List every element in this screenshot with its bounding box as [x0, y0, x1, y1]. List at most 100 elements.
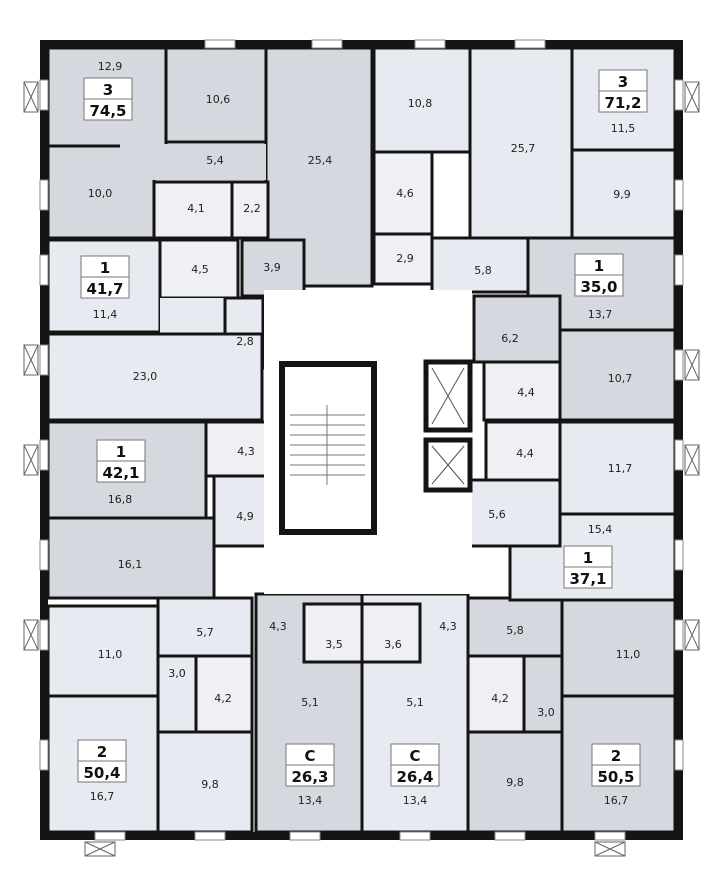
bathroom [360, 602, 422, 664]
room-area: 3,5 [325, 638, 343, 651]
room-area: 5,4 [206, 154, 224, 167]
room-area: 9,8 [506, 776, 524, 789]
apartment-studio-26-4[interactable] [360, 592, 470, 834]
room-area: 5,8 [506, 624, 524, 637]
room-count: 3 [103, 81, 113, 99]
room-area: 10,6 [206, 93, 231, 106]
total-area: 71,2 [604, 94, 641, 112]
kitchen-living [468, 46, 574, 240]
room-area: 4,5 [191, 263, 209, 276]
room-area: 3,0 [168, 667, 186, 680]
bathroom [152, 180, 234, 240]
room-count: 1 [100, 259, 110, 277]
total-area: 37,1 [569, 570, 606, 588]
room-area: 16,7 [90, 790, 115, 803]
room-count: 3 [618, 73, 628, 91]
bathroom [484, 420, 562, 482]
room-area: 23,0 [133, 370, 158, 383]
hallway [120, 144, 266, 180]
apartment-studio-26-3[interactable] [254, 592, 364, 834]
room-area: 5,6 [488, 508, 506, 521]
room-area: 5,1 [406, 696, 424, 709]
room [46, 604, 160, 698]
room-area: 3,6 [384, 638, 402, 651]
elevator[interactable] [423, 359, 473, 433]
room-area: 4,3 [439, 620, 457, 633]
apartment-3-74-5[interactable] [46, 46, 374, 298]
room-area: 4,2 [491, 692, 509, 705]
apartment-badge: 2 50,5 [591, 743, 641, 787]
room-count: 1 [583, 549, 593, 567]
room-area-labels: 12,9 10,6 25,4 10,0 5,4 4,1 2,2 3,9 11,4… [88, 60, 641, 807]
room-area: 4,2 [214, 692, 232, 705]
apartment-badge: С 26,4 [390, 743, 440, 787]
apartment-badge: С 26,3 [285, 743, 335, 787]
total-area: 35,0 [580, 278, 617, 296]
total-area: 26,4 [396, 768, 433, 786]
apartment-3-71-2[interactable] [372, 46, 677, 294]
room-area: 9,8 [201, 778, 219, 791]
apartment-2-50-5[interactable] [466, 596, 677, 834]
room-count: 1 [116, 443, 126, 461]
room-area: 4,3 [237, 445, 255, 458]
room-area: 11,5 [611, 122, 636, 135]
apartment-2-50-4[interactable] [46, 596, 254, 834]
room-area: 6,2 [501, 332, 519, 345]
room-area: 10,0 [88, 187, 113, 200]
room-area: 2,9 [396, 252, 414, 265]
room-area: 4,4 [517, 386, 535, 399]
total-area: 74,5 [89, 102, 126, 120]
room-area: 4,1 [187, 202, 205, 215]
room-area: 4,6 [396, 187, 414, 200]
room-area: 16,8 [108, 493, 133, 506]
hallway [522, 654, 566, 734]
room [558, 328, 677, 422]
room-area: 11,0 [616, 648, 641, 661]
total-area: 42,1 [102, 464, 139, 482]
common-core [264, 290, 473, 594]
room-area: 16,7 [604, 794, 629, 807]
room-area: 4,9 [236, 510, 254, 523]
room-area: 16,1 [118, 558, 143, 571]
hallway [430, 236, 530, 294]
elevator-icon [431, 367, 465, 425]
apartment-badge: 3 74,5 [83, 77, 133, 121]
total-area: 50,4 [83, 764, 120, 782]
apartment-badge: 3 71,2 [598, 69, 648, 113]
windows [39, 39, 684, 841]
apartment-badge: 1 35,0 [574, 253, 624, 297]
elevator-icon [431, 445, 465, 485]
room-area: 13,7 [588, 308, 613, 321]
room-area: 5,1 [301, 696, 319, 709]
total-area: 50,5 [597, 768, 634, 786]
stair-steps [290, 405, 365, 485]
total-area: 26,3 [291, 768, 328, 786]
hallway [466, 596, 564, 658]
apartment-badge: 2 50,4 [77, 739, 127, 783]
room-area: 2,2 [243, 202, 261, 215]
apartment-1-41-7[interactable] [46, 238, 265, 422]
bathroom [158, 238, 240, 300]
apartment-badge: 1 37,1 [563, 545, 613, 589]
staircase [279, 361, 377, 535]
total-area: 41,7 [86, 280, 123, 298]
room-area: 10,7 [608, 372, 633, 385]
bathroom [482, 360, 562, 422]
toilet [230, 180, 270, 240]
room-area: 11,4 [93, 308, 118, 321]
apartment-badge: 1 42,1 [96, 439, 146, 483]
room [46, 516, 216, 600]
room-area: 15,4 [588, 523, 613, 536]
room-count: С [304, 747, 315, 765]
room-area: 11,0 [98, 648, 123, 661]
room [570, 148, 677, 240]
room-area: 3,9 [263, 261, 281, 274]
room-area: 13,4 [298, 794, 323, 807]
room-area: 4,3 [269, 620, 287, 633]
room-count: 2 [97, 743, 107, 761]
toilet [372, 232, 434, 286]
room-area: 12,9 [98, 60, 123, 73]
room-area: 9,9 [613, 188, 631, 201]
kitchen-living [46, 332, 264, 422]
apartment-badges: 3 74,5 1 41,7 1 42,1 2 50,4 С 26,3 С 26,… [77, 69, 648, 787]
